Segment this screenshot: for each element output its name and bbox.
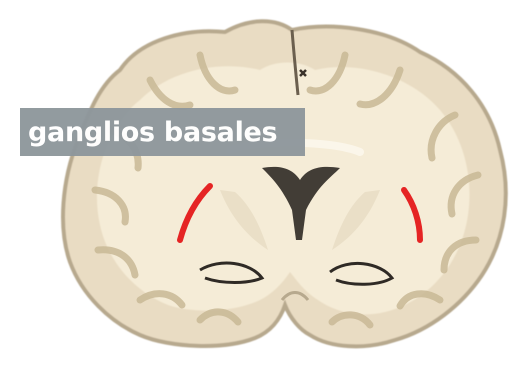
basal-ganglia-label: ganglios basales (28, 117, 277, 148)
label-box: ganglios basales (20, 108, 305, 156)
